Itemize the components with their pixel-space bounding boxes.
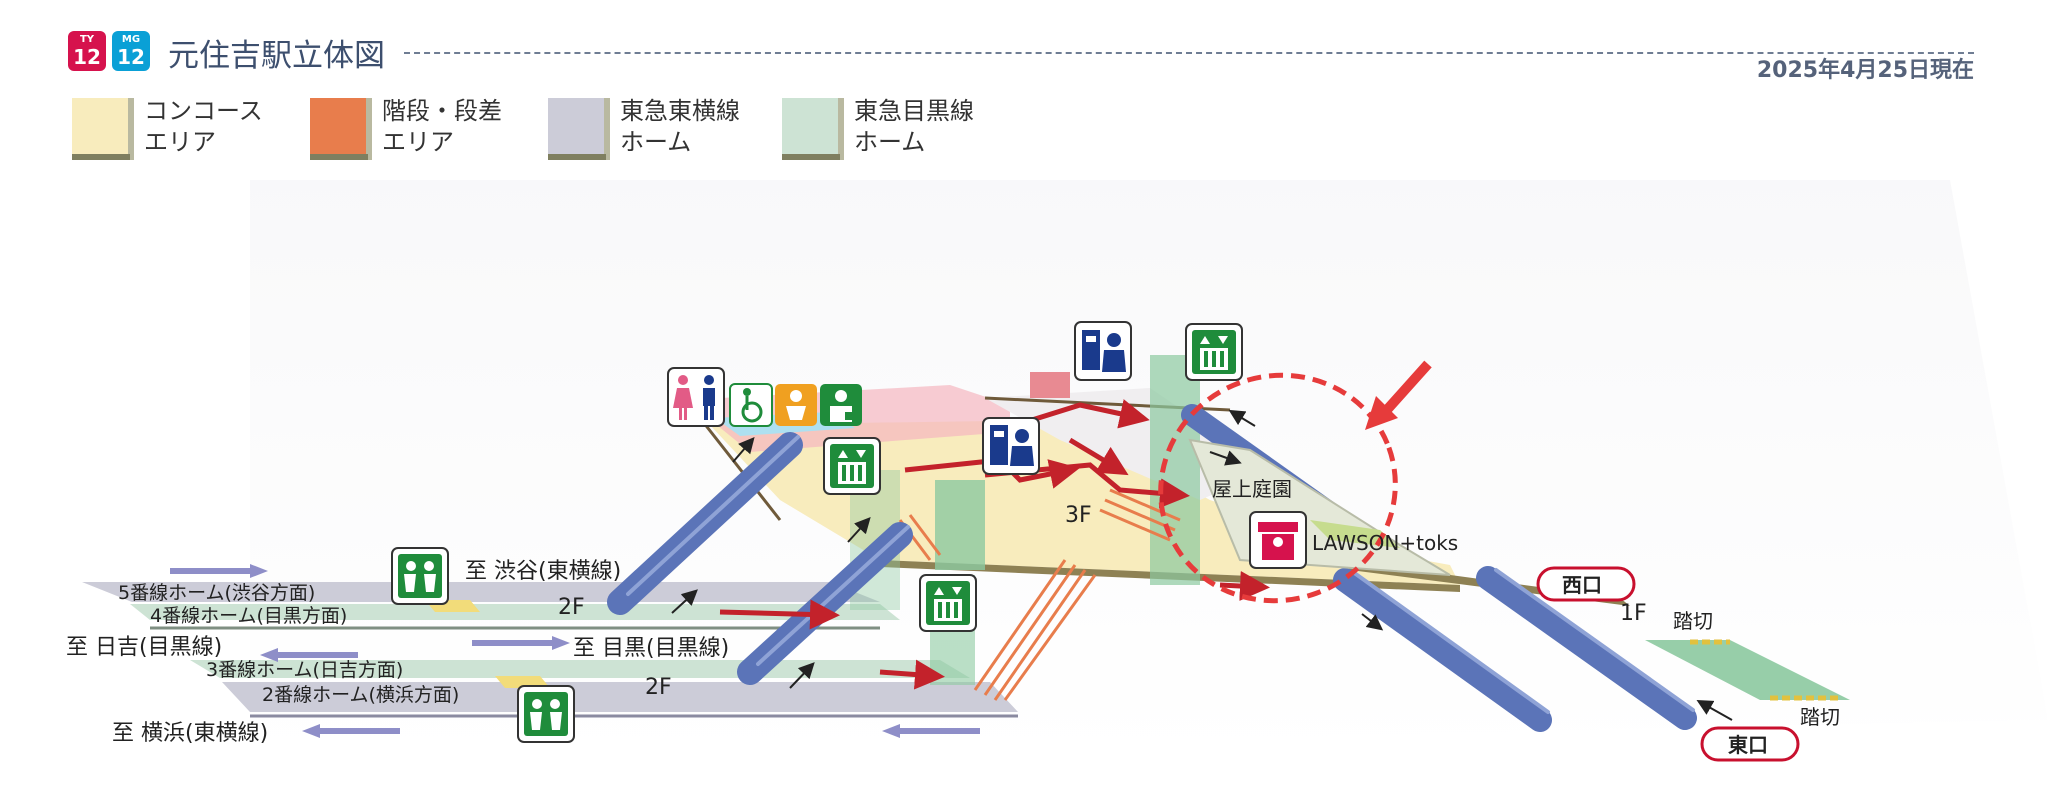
railroad-crossings (1645, 639, 1850, 701)
direction-arrow-meguro (472, 636, 570, 650)
legend-label-concourse: コンコースエリア (144, 97, 263, 156)
label-to-meguro: 至 目黒(目黒線) (573, 636, 729, 661)
escalator-rails (626, 435, 1695, 714)
right-deck-pink (1030, 372, 1070, 398)
legend-label-stairs: 階段・段差エリア (382, 97, 502, 156)
label-platform-3: 3番線ホーム(日吉方面) (206, 659, 403, 681)
label-crossing-lower: 踏切 (1800, 705, 1840, 729)
meguro-station-number: 12 (117, 45, 145, 69)
toyoko-platform-5 (82, 582, 880, 602)
west-exit-box (1536, 566, 1636, 602)
stairs-left-lower-3 (993, 569, 1087, 701)
crossing-track-upper (1645, 640, 1850, 700)
legend-swatch-concourse (72, 98, 134, 160)
label-crossing-upper: 踏切 (1673, 609, 1713, 633)
escalator-west-exit-lower (1333, 568, 1552, 732)
meguro-platform-4 (130, 604, 900, 620)
stairs-3f-step-1 (1109, 488, 1181, 522)
ticket-machine-icon (982, 417, 1040, 475)
shop-icon (1249, 511, 1307, 569)
legend-swatch-meguro (782, 98, 844, 160)
train-direction-arrows (170, 564, 980, 738)
route-arrow-b (879, 659, 945, 690)
legend-swatch-stairs (310, 98, 372, 160)
label-floor-1f: 1F (1620, 601, 1647, 626)
label-floor-2f-lower: 2F (645, 675, 672, 700)
label-east-exit: 東口 (1728, 733, 1768, 757)
direction-arrow-yokohama-2 (882, 724, 980, 738)
elevator-tower-left (935, 480, 985, 570)
label-to-hiyoshi: 至 日吉(目黒線) (66, 635, 222, 660)
transfer-icon (517, 685, 575, 743)
page-header: TY 12 MG 12 元住吉駅立体図 2025年4月25日現在 (68, 28, 1974, 83)
toyoko-line-code: TY (79, 34, 95, 45)
stairs-group (898, 488, 1181, 701)
escalator-shibuya-rail (626, 435, 800, 596)
direction-arrow-hiyoshi (260, 648, 358, 662)
stairs-left-lower-2 (983, 564, 1077, 696)
east-exit-box (1700, 726, 1800, 762)
walk-arrow-5 (1228, 409, 1256, 427)
page-title: 元住吉駅立体図 (168, 38, 385, 74)
elevator-icon (1185, 323, 1243, 381)
legend-label-meguro: 東急目黒線ホーム (854, 97, 974, 156)
label-west-exit: 西口 (1562, 573, 1602, 597)
stairs-upper-step-2 (908, 514, 942, 556)
ticket-machine-icon (1074, 321, 1132, 381)
wheelchair-icon (729, 383, 773, 427)
meguro-line-code: MG (121, 34, 141, 45)
direction-arrow-shibuya (170, 564, 268, 578)
upper-deck-rail (698, 417, 782, 521)
walk-arrow-4 (847, 517, 871, 543)
walk-arrow-1 (671, 589, 698, 614)
route-arrow-f (1068, 437, 1129, 476)
route-arrow-a (719, 599, 840, 630)
baby-icon (775, 384, 817, 426)
walk-arrow-3 (732, 436, 755, 463)
stairs-3f-step-3 (1099, 508, 1171, 542)
meguro-line-badge: MG 12 (112, 31, 150, 71)
direction-arrow-yokohama (302, 724, 400, 738)
stairs-left-lower-1 (973, 559, 1067, 691)
label-platform-4: 4番線ホーム(目黒方面) (150, 605, 347, 627)
route-arrow-g (1219, 571, 1270, 601)
header-divider (404, 52, 1974, 54)
restroom-icon (667, 367, 725, 427)
walk-arrow-2 (789, 662, 815, 689)
transfer-icon (391, 547, 449, 605)
walk-arrow-7 (1696, 700, 1733, 721)
highlight-arrow-icon (1365, 360, 1432, 430)
platforms-group (82, 582, 1018, 718)
stairs-left-lower-4 (1003, 574, 1097, 701)
label-floor-3f: 3F (1065, 503, 1092, 528)
escalator-east-exit (1476, 566, 1697, 730)
label-shop: LAWSON+toks (1312, 531, 1458, 555)
label-rooftop-garden: 屋上庭園 (1212, 477, 1292, 501)
escalator-meguro-rail (756, 525, 910, 666)
elevator-icon (823, 437, 881, 495)
label-platform-5: 5番線ホーム(渋谷方面) (118, 582, 315, 604)
elevator-icon (919, 574, 977, 632)
legend-label-toyoko: 東急東横線ホーム (620, 97, 740, 156)
label-platform-2: 2番線ホーム(横浜方面) (262, 684, 459, 706)
ostomate-icon (820, 384, 862, 426)
escalator-east-exit-rail (1494, 568, 1695, 712)
toyoko-platform-2 (222, 682, 1018, 712)
label-floor-2f-upper: 2F (558, 595, 585, 620)
label-to-yokohama: 至 横浜(東横線) (112, 721, 268, 746)
highlight-circle-icon (1158, 372, 1398, 604)
walk-arrow-8 (1209, 450, 1242, 466)
walk-arrows (671, 409, 1733, 721)
elevator-tower-right (1150, 355, 1200, 585)
toyoko-station-number: 12 (73, 45, 101, 69)
legend-swatch-toyoko (548, 98, 610, 160)
toyoko-line-badge: TY 12 (68, 31, 106, 71)
escalator-west-exit-rail (1351, 570, 1550, 714)
label-to-shibuya: 至 渋谷(東横線) (465, 559, 621, 584)
walk-arrow-6 (1361, 613, 1384, 631)
as-of-date: 2025年4月25日現在 (1756, 58, 1974, 83)
